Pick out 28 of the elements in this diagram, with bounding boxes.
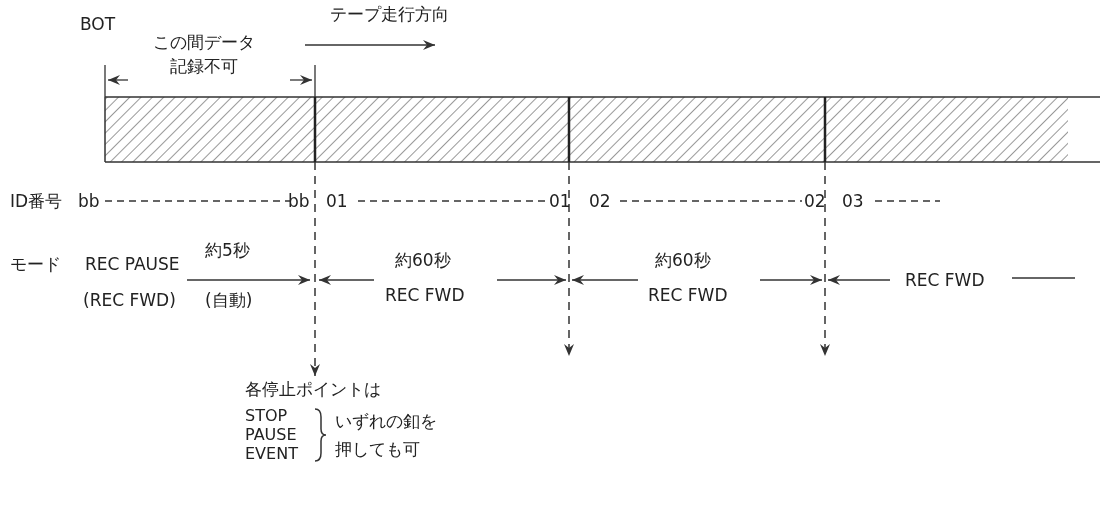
- button-list: STOP PAUSE EVENT: [245, 406, 309, 463]
- stop-point-arrow: [564, 161, 574, 357]
- id-number: 02: [804, 191, 826, 211]
- id-number: 01: [549, 191, 571, 211]
- direction-label: テープ走行方向: [330, 4, 449, 24]
- duration-label: 約60秒: [395, 250, 451, 270]
- mode-label: (自動): [205, 290, 253, 310]
- row-label: モード: [10, 254, 61, 274]
- duration-label: 約60秒: [655, 250, 711, 270]
- id-number: 01: [326, 191, 348, 211]
- note-text: いずれの釦を押しても可: [335, 409, 438, 461]
- note-heading: 各停止ポイントは: [245, 378, 382, 400]
- mode-label: REC FWD: [905, 270, 985, 290]
- id-number: 03: [842, 191, 864, 211]
- id-number: bb: [288, 191, 310, 211]
- mode-label: REC FWD: [648, 285, 728, 305]
- tape-drawing: [104, 96, 1101, 163]
- arrow: [310, 161, 320, 377]
- mode-label: REC PAUSE: [85, 254, 180, 274]
- row-label: ID番号: [10, 191, 63, 211]
- dimension-label: この間データ記録不可: [152, 31, 256, 78]
- stop-point-arrow: [820, 161, 830, 357]
- end-marker-label: BOT: [80, 14, 116, 34]
- mode-label: (REC FWD): [83, 290, 176, 310]
- duration-label: 約5秒: [205, 240, 250, 260]
- id-number: bb: [78, 191, 100, 211]
- id-number: 02: [589, 191, 611, 211]
- mode-label: REC FWD: [385, 285, 465, 305]
